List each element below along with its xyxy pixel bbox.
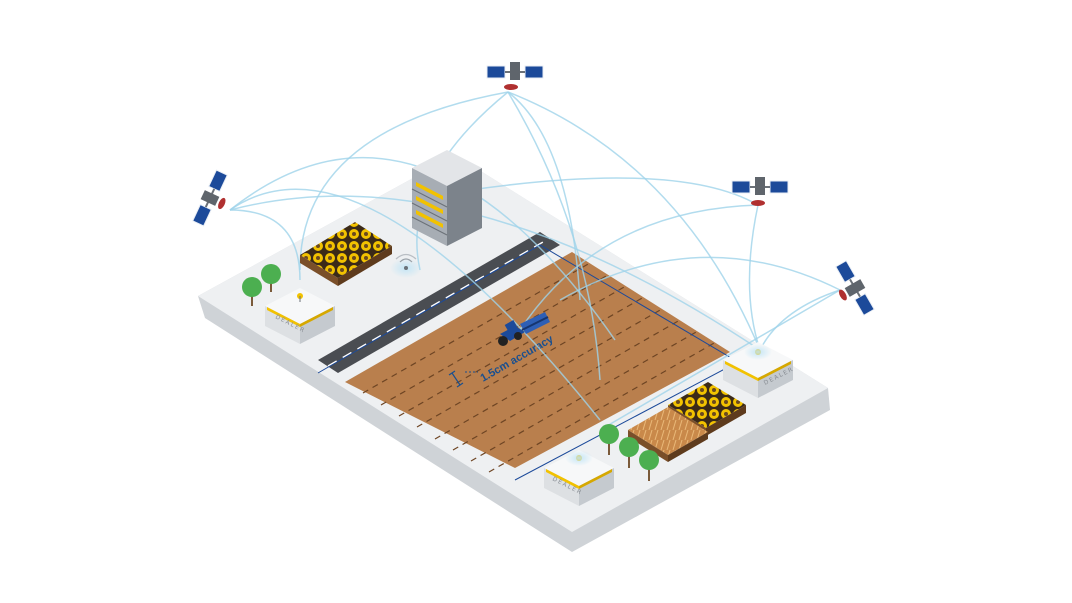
dealer-building-bottom: DEALER [544,450,614,506]
sunflower-patch [300,222,392,286]
tractor-icon [498,312,550,346]
tree [619,437,639,457]
dealer-building-right: DEALER [723,342,795,398]
field-boundary [317,244,740,481]
satellite-icon [192,169,228,227]
server-icon [411,150,482,246]
tree [242,277,262,297]
wheat-patch [628,407,708,462]
dealer-building-left: DEALER [265,288,335,344]
tree-group-bottom [599,424,659,481]
tree [639,450,659,470]
signal-tower-icon [390,253,422,278]
satellite-icon [486,62,544,90]
satellite-icon [731,177,789,206]
satellite-icon [835,260,875,316]
tree [261,264,281,284]
tree [599,424,619,444]
tree-group-left [242,264,281,306]
crop-field [345,252,730,473]
